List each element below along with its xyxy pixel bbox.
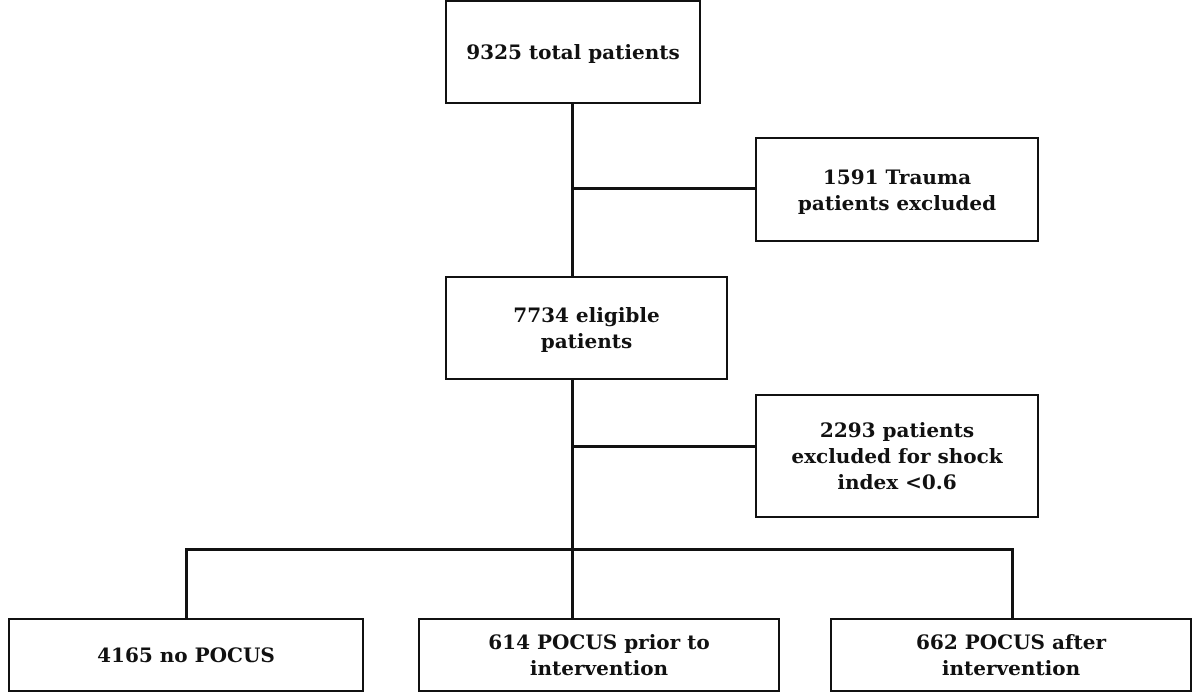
shock-excluded-label: 2293 patients excluded for shock index <…: [791, 418, 1003, 494]
connector-branch-left: [185, 548, 188, 620]
total-patients-box: 9325 total patients: [445, 0, 701, 104]
eligible-patients-label: 7734 eligible patients: [513, 303, 660, 353]
connector-branch-horizontal: [185, 548, 1014, 551]
shock-excluded-box: 2293 patients excluded for shock index <…: [755, 394, 1039, 518]
connector-eligible-down: [571, 378, 574, 620]
pocus-prior-label: 614 POCUS prior to intervention: [488, 630, 710, 680]
connector-to-shock-excluded: [573, 445, 756, 448]
connector-to-trauma-excluded: [573, 187, 756, 190]
eligible-patients-box: 7734 eligible patients: [445, 276, 728, 380]
no-pocus-box: 4165 no POCUS: [8, 618, 364, 692]
pocus-prior-box: 614 POCUS prior to intervention: [418, 618, 780, 692]
pocus-after-box: 662 POCUS after intervention: [830, 618, 1192, 692]
connector-branch-right: [1011, 548, 1014, 620]
pocus-after-label: 662 POCUS after intervention: [916, 630, 1106, 680]
connector-total-to-eligible: [571, 102, 574, 278]
no-pocus-label: 4165 no POCUS: [97, 643, 275, 667]
trauma-excluded-label: 1591 Trauma patients excluded: [797, 164, 997, 215]
trauma-excluded-box: 1591 Trauma patients excluded: [755, 137, 1039, 242]
total-patients-label: 9325 total patients: [466, 40, 680, 64]
